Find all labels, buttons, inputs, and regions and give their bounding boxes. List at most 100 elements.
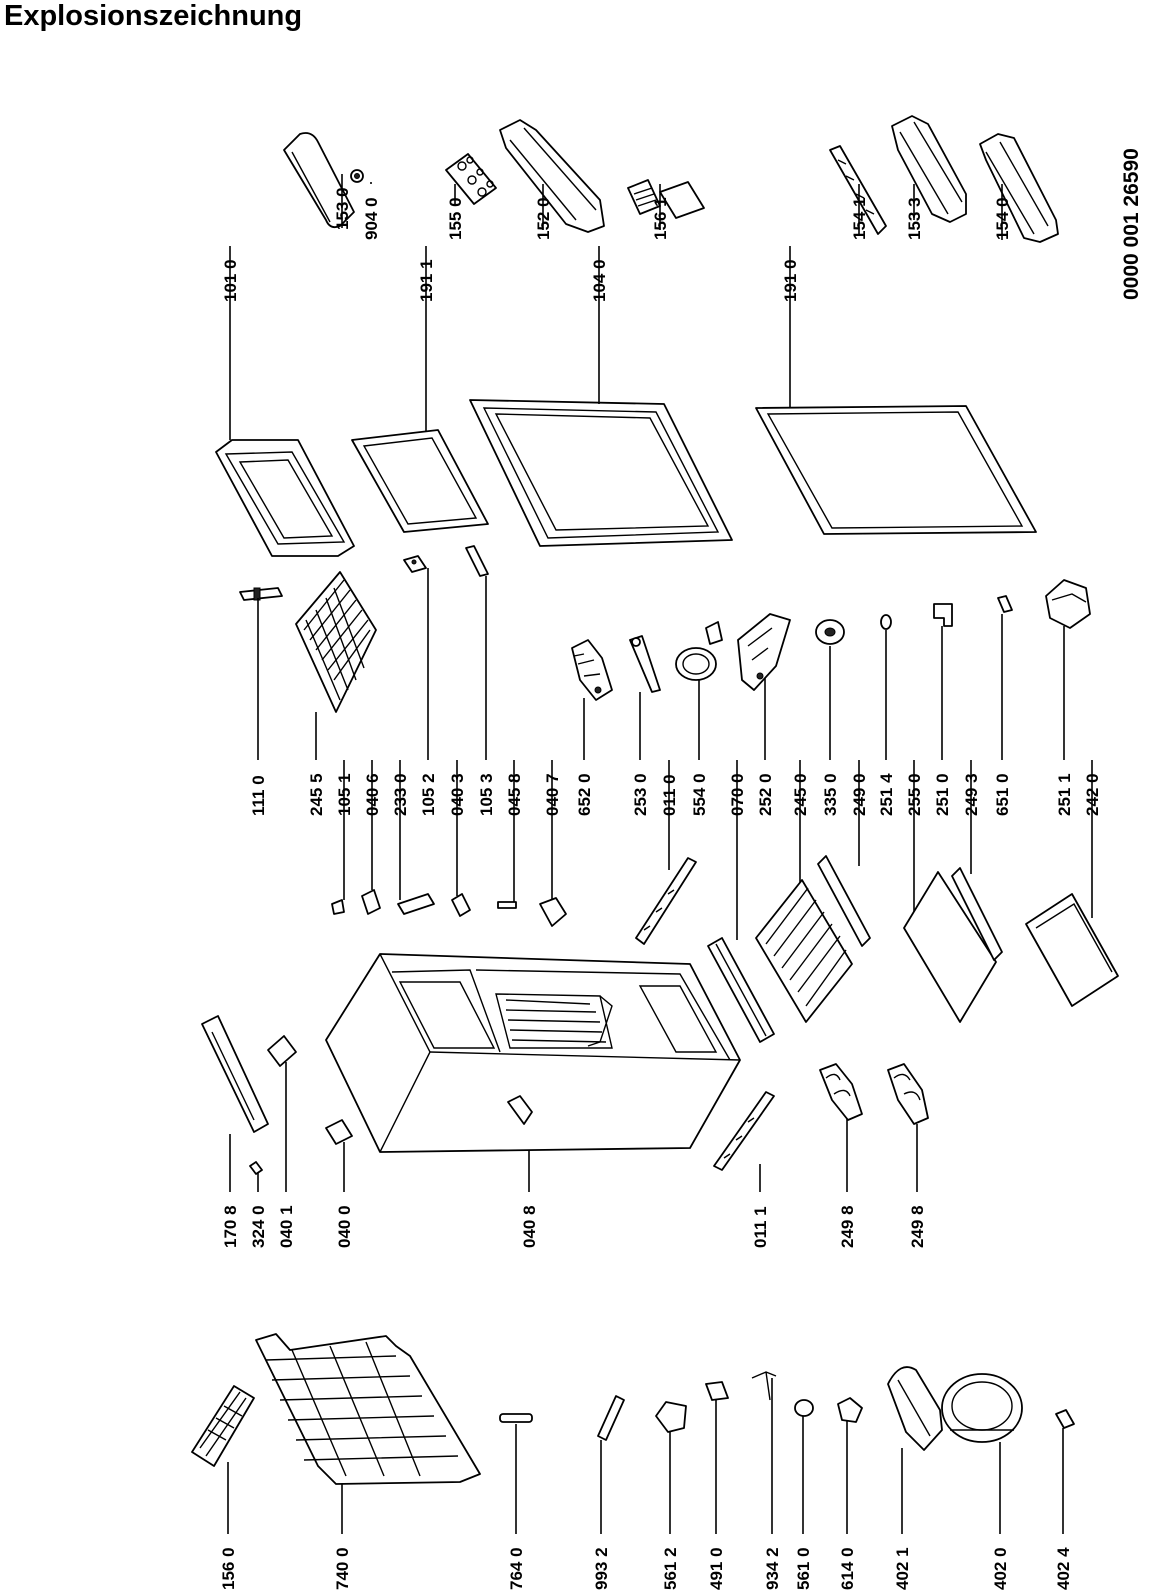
part-label: 251 0: [933, 773, 952, 816]
part-label: 554 0: [690, 773, 709, 816]
part-label: 156 1: [651, 197, 670, 240]
part-154-0-shelf: [979, 133, 1059, 243]
part-249-8-support-a: [819, 1063, 863, 1121]
part-491-0-box: [705, 1381, 729, 1401]
part-label: 252 0: [756, 773, 775, 816]
part-label: 249 0: [850, 773, 869, 816]
part-040-7-hinge: [539, 897, 567, 927]
part-045-8-pin: [497, 901, 517, 909]
part-155-0-egg-tray: [445, 153, 497, 205]
part-label: 249 8: [908, 1205, 927, 1248]
part-label: 105 2: [419, 773, 438, 816]
part-label: 764 0: [507, 1547, 526, 1590]
part-label: 245 0: [791, 773, 810, 816]
part-label: 251 1: [1055, 773, 1074, 816]
part-934-2-clamp: [751, 1371, 777, 1401]
part-label: 111 0: [249, 775, 268, 816]
part-label: 040 8: [520, 1205, 539, 1248]
part-label: 740 0: [333, 1547, 352, 1590]
part-label: 651 0: [993, 773, 1012, 816]
part-105-2-bracket: [403, 555, 427, 573]
part-label: 253 0: [631, 773, 650, 816]
part-label: 251 4: [877, 773, 896, 816]
part-554-0-lamp-cover: [675, 621, 723, 681]
part-249-8-support-b: [887, 1063, 929, 1125]
leader-lines: [227, 174, 1093, 1534]
part-233-0-bracket: [397, 893, 435, 915]
part-label: 402 1: [893, 1547, 912, 1590]
part-040-1-hinge: [267, 1035, 297, 1067]
document-number: 0000 001 26590: [1120, 148, 1143, 300]
part-242-0-crisper: [1025, 893, 1119, 1007]
part-label: 191 1: [417, 259, 436, 302]
part-111-0-hinge: [239, 587, 283, 601]
part-label: 491 0: [707, 1547, 726, 1590]
part-label: 154 0: [993, 197, 1012, 240]
part-904-0-cap: [350, 169, 364, 183]
part-label: 040 3: [448, 773, 467, 816]
page-title: Explosionszeichnung: [4, 0, 303, 32]
part-label: 561 2: [661, 1547, 680, 1590]
part-154-1-bar: [829, 145, 887, 235]
part-label: 324 0: [249, 1205, 268, 1248]
part-561-2-relay: [655, 1401, 687, 1433]
part-label: 652 0: [575, 773, 594, 816]
part-245-0-wire-shelf: [755, 879, 853, 1023]
part-label: 191 0: [781, 259, 800, 302]
part-label: 233 0: [391, 773, 410, 816]
part-156-1-filter: [627, 179, 705, 219]
part-040-6-hinge: [361, 889, 381, 915]
part-740-0-condenser: [255, 1333, 481, 1485]
part-label: 040 0: [335, 1205, 354, 1248]
part-011-0-rail: [635, 857, 697, 945]
part-040-0-hinge: [325, 1119, 353, 1145]
part-402-1-compressor-bracket: [887, 1366, 943, 1451]
part-label: 245 5: [307, 773, 326, 816]
part-label: 152 0: [534, 197, 553, 240]
part-652-0-thermostat: [571, 639, 613, 701]
part-251-4-ring: [880, 614, 892, 630]
part-152-0-door-shelf: [499, 119, 605, 233]
part-label: 040 7: [543, 773, 562, 816]
part-104-0-door: [469, 399, 733, 547]
part-label: 040 1: [277, 1205, 296, 1248]
part-040-3-hinge: [451, 893, 471, 917]
part-label: 105 1: [335, 773, 354, 816]
part-402-4-grommet: [1055, 1409, 1075, 1429]
part-249-3-strip: [951, 867, 1003, 961]
part-255-0-glass-shelf: [903, 871, 997, 1023]
part-249-0-strip: [817, 855, 871, 947]
part-label: 614 0: [838, 1547, 857, 1590]
part-label: 011 0: [660, 774, 679, 816]
part-153-3-shelf: [891, 115, 967, 223]
part-170-8-bar: [201, 1015, 269, 1133]
part-label: 040 6: [363, 773, 382, 816]
part-191-0-gasket: [755, 405, 1037, 535]
part-105-1-screw: [331, 899, 345, 915]
part-label: 155 0: [446, 197, 465, 240]
part-label: 249 3: [962, 773, 981, 816]
part-label: 156 0: [219, 1547, 238, 1590]
part-label: 153 3: [905, 197, 924, 240]
part-label: 153 0: [333, 187, 352, 230]
part-label: 402 4: [1054, 1547, 1073, 1590]
part-070-0-duct: [707, 937, 775, 1043]
part-label: 249 8: [838, 1205, 857, 1248]
part-251-1-box: [1045, 579, 1091, 629]
part-label: 101 0: [221, 259, 240, 302]
part-label: 934 2: [763, 1547, 782, 1590]
part-011-1-rail: [713, 1091, 775, 1171]
part-label: 242 0: [1083, 773, 1102, 816]
part-245-5-grid-shelf: [295, 571, 377, 713]
part-252-0-housing: [737, 613, 791, 691]
part-335-0-knob: [815, 619, 845, 645]
part-251-0-plate: [933, 603, 953, 627]
part-label: 070 0: [728, 773, 747, 816]
part-label: 154 1: [850, 197, 869, 240]
part-label: 011 1: [751, 1206, 770, 1248]
part-105-3-clip: [465, 545, 489, 577]
part-561-0-starter: [794, 1399, 814, 1417]
part-614-0-protector: [837, 1397, 863, 1423]
